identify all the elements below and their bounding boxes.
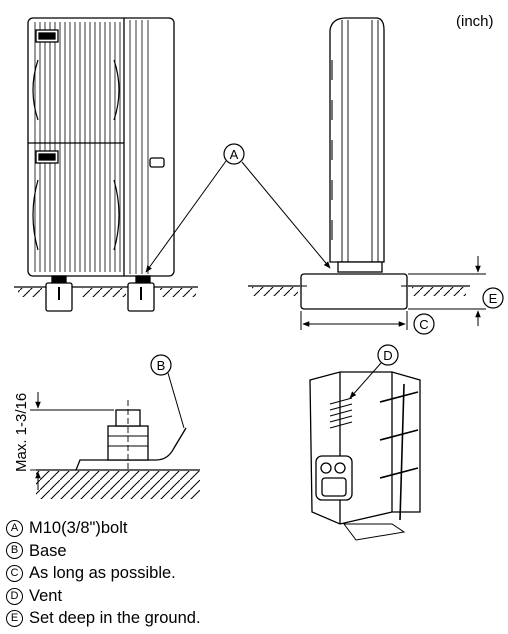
marker-d: D xyxy=(349,344,399,399)
side-view-unit xyxy=(329,17,385,273)
legend-item-e: E Set deep in the ground. xyxy=(6,607,201,630)
svg-text:B: B xyxy=(157,358,166,373)
legend-text-e: Set deep in the ground. xyxy=(29,609,201,628)
max-dimension-label: Max. 1-3/16 xyxy=(13,393,30,472)
legend-mark-a: A xyxy=(6,519,23,537)
legend-mark-b: B xyxy=(6,542,23,560)
dimension-c: C xyxy=(300,311,435,335)
marker-a: A xyxy=(145,143,331,273)
svg-text:C: C xyxy=(419,317,428,332)
legend-mark-d: D xyxy=(6,587,23,605)
side-view-base xyxy=(248,273,470,310)
svg-text:E: E xyxy=(489,291,498,306)
vent-detail xyxy=(309,371,421,541)
legend-item-a: A M10(3/8")bolt xyxy=(6,517,201,540)
svg-text:A: A xyxy=(230,147,239,162)
legend-mark-e: E xyxy=(6,610,23,628)
bolt-detail xyxy=(36,400,200,499)
unit-note: (inch) xyxy=(456,13,494,30)
legend-text-a: M10(3/8")bolt xyxy=(29,519,128,537)
front-view-ground xyxy=(14,282,198,312)
legend-item-c: C As long as possible. xyxy=(6,562,201,585)
legend-item-d: D Vent xyxy=(6,585,201,608)
svg-text:D: D xyxy=(383,348,392,363)
legend-text-c: As long as possible. xyxy=(29,564,176,583)
legend-text-b: Base xyxy=(29,541,67,560)
front-view-unit xyxy=(27,17,175,285)
legend-item-b: B Base xyxy=(6,540,201,563)
legend-text-d: Vent xyxy=(29,586,63,605)
legend: A M10(3/8")bolt B Base C As long as poss… xyxy=(6,517,201,630)
marker-b: B xyxy=(150,354,185,429)
legend-mark-c: C xyxy=(6,564,23,582)
dimension-e: E xyxy=(408,256,504,326)
dimension-max xyxy=(30,392,114,490)
